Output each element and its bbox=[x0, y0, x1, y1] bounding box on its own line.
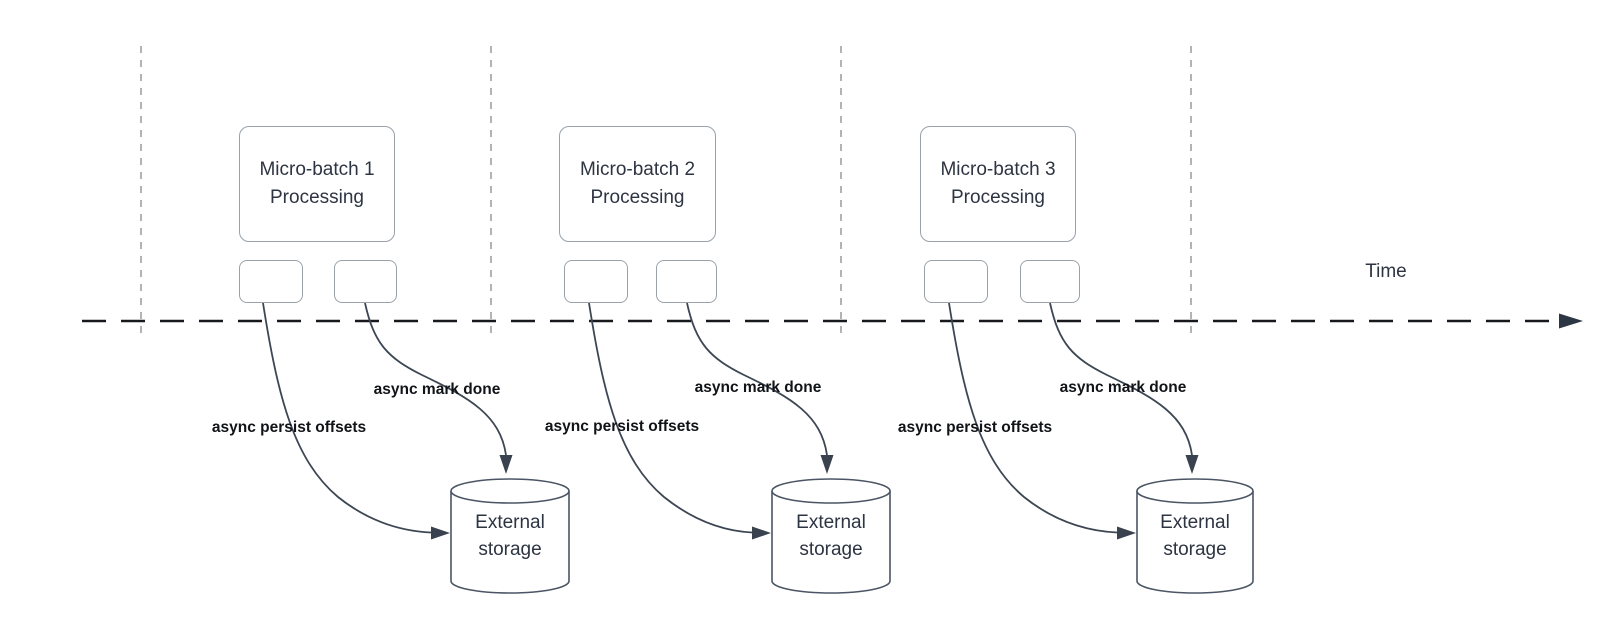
async-task-node-1a bbox=[239, 260, 303, 303]
mark-done-curve-2 bbox=[686, 302, 828, 456]
external-storage-label-line1: External bbox=[475, 512, 545, 533]
external-storage-label-line2: storage bbox=[799, 539, 863, 560]
timeline-arrowhead-icon bbox=[1559, 313, 1583, 329]
mark-done-label-3: async mark done bbox=[1059, 379, 1187, 396]
micro-batch-title-line1: Micro-batch 2 bbox=[579, 159, 696, 180]
micro-batch-box-3: Micro-batch 3 Processing bbox=[920, 126, 1076, 242]
micro-batch-title-line1: Micro-batch 1 bbox=[259, 159, 375, 180]
persist-offsets-curve-1 bbox=[262, 302, 432, 534]
external-storage-cylinder-1 bbox=[450, 478, 570, 594]
external-storage-cylinder-2 bbox=[771, 478, 891, 594]
async-task-node-1b bbox=[334, 260, 397, 303]
persist-offsets-curve-3 bbox=[948, 302, 1118, 534]
async-task-node-3a bbox=[924, 260, 988, 303]
persist-offsets-label-2: async persist offsets bbox=[544, 418, 700, 435]
mark-done-arrowhead-icon-2 bbox=[820, 455, 834, 474]
persist-offsets-label-3: async persist offsets bbox=[897, 419, 1053, 436]
micro-batch-title-line2: Processing bbox=[951, 187, 1045, 208]
mark-done-curve-1 bbox=[364, 302, 507, 456]
external-storage-label-3: External storage bbox=[1137, 494, 1253, 578]
persist-offsets-curve-2 bbox=[588, 302, 753, 534]
micro-batch-title-line1: Micro-batch 3 bbox=[940, 159, 1056, 180]
micro-batch-box-1: Micro-batch 1 Processing bbox=[239, 126, 395, 242]
mark-done-curve-3 bbox=[1049, 302, 1193, 456]
persist-offsets-arrowhead-icon-3 bbox=[1117, 526, 1136, 540]
mark-done-label-2: async mark done bbox=[694, 379, 822, 396]
micro-batch-title-line2: Processing bbox=[590, 187, 685, 208]
async-task-node-2a bbox=[564, 260, 628, 303]
external-storage-label-1: External storage bbox=[451, 494, 569, 578]
async-task-node-2b bbox=[656, 260, 717, 303]
time-axis-label: Time bbox=[1365, 261, 1407, 282]
persist-offsets-arrowhead-icon-2 bbox=[752, 526, 771, 540]
mark-done-arrowhead-icon-1 bbox=[499, 455, 513, 474]
external-storage-label-line2: storage bbox=[1163, 539, 1227, 560]
external-storage-label-line1: External bbox=[796, 512, 866, 533]
external-storage-label-line1: External bbox=[1160, 512, 1230, 533]
external-storage-cylinder-3 bbox=[1136, 478, 1254, 594]
external-storage-label-line2: storage bbox=[478, 539, 542, 560]
micro-batch-title-line2: Processing bbox=[270, 187, 364, 208]
mark-done-label-1: async mark done bbox=[373, 381, 501, 398]
external-storage-label-2: External storage bbox=[772, 494, 890, 578]
mark-done-arrowhead-icon-3 bbox=[1185, 455, 1199, 474]
persist-offsets-label-1: async persist offsets bbox=[211, 419, 367, 436]
async-task-node-3b bbox=[1020, 260, 1080, 303]
persist-offsets-arrowhead-icon-1 bbox=[431, 526, 450, 540]
micro-batch-box-2: Micro-batch 2 Processing bbox=[559, 126, 716, 242]
